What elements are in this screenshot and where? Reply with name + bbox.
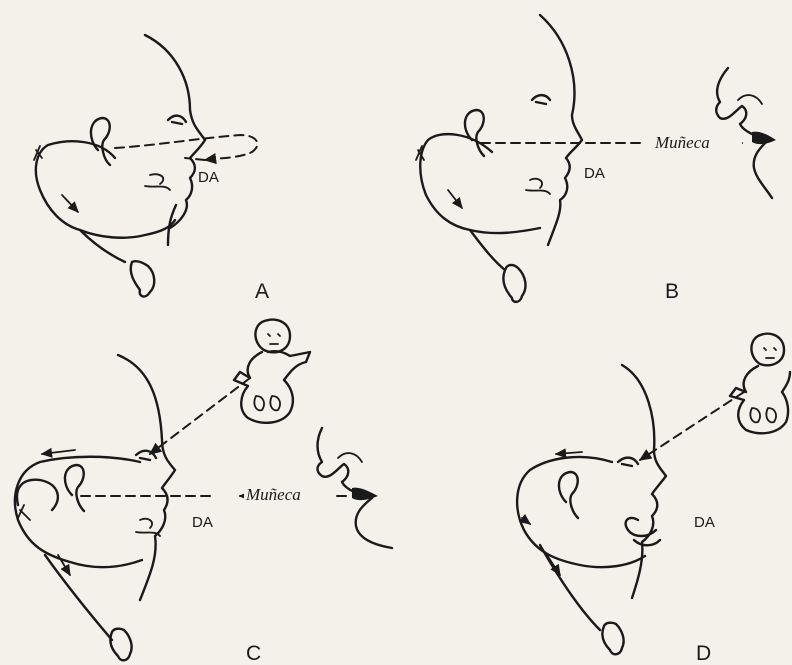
panel-a-face-profile [145, 35, 205, 228]
panel-c-mouth [136, 519, 160, 536]
panel-d-eye [618, 458, 638, 466]
panel-b-neck [470, 230, 505, 270]
panel-b-ear [465, 110, 484, 156]
panel-c-doll-face [268, 334, 280, 344]
panel-c-label: C [246, 642, 261, 665]
panel-d-doll-face [764, 348, 776, 358]
panel-a-eye [168, 116, 186, 124]
panel-d-hand [602, 623, 623, 655]
panel-c-target-lips [352, 488, 378, 501]
panel-a: DA A [34, 35, 269, 303]
panel-a-mouth [145, 174, 170, 190]
panel-b-label: B [665, 280, 679, 303]
panel-a-label: A [255, 280, 269, 303]
panel-c-target-label: Muñeca [245, 485, 301, 504]
panel-a-motion-arrow [62, 195, 78, 212]
panel-c-doll-gaze-line [150, 378, 250, 454]
panel-c-motion-arrow [58, 555, 70, 575]
panel-d-head-turn-arrow [556, 452, 582, 454]
panel-b-target-brow [738, 95, 762, 104]
panel-c-hand [110, 629, 131, 661]
panel-c-head-turn-arrow [42, 450, 75, 454]
panel-c: Muñeca DA C [15, 320, 392, 665]
panel-a-gaze-back [185, 158, 205, 160]
panel-d-da-label: DA [694, 514, 715, 531]
panel-c-target-brow [338, 453, 362, 462]
panel-d-side-arrow [522, 518, 530, 524]
panel-c-doll-body [234, 351, 310, 423]
panel-d-doll-gaze-line [640, 392, 744, 460]
panel-a-gaze-line [115, 135, 257, 160]
panel-d-doll-head [751, 334, 784, 366]
panel-b-motion-arrow [448, 190, 462, 208]
panel-a-ear [91, 118, 110, 165]
panel-b: Muñeca DA B [416, 15, 776, 303]
panel-b-eye [532, 95, 550, 104]
panel-a-head-outline [36, 141, 175, 237]
panel-c-hair [18, 505, 30, 520]
panel-b-target-label: Muñeca [654, 133, 710, 152]
panel-d: DA D [517, 334, 790, 665]
panel-d-doll-feet [750, 408, 776, 422]
panel-b-hand [503, 265, 525, 302]
panel-b-da-label: DA [584, 165, 605, 182]
panel-c-ear [65, 465, 84, 511]
panel-a-neck [80, 230, 125, 262]
panel-c-doll-feet [254, 396, 280, 410]
panel-d-label: D [696, 642, 711, 665]
panel-a-da-label: DA [198, 169, 219, 186]
panel-d-ear [559, 472, 578, 518]
panel-c-face-profile [118, 355, 175, 600]
panel-c-head-outline [15, 457, 142, 567]
panel-b-face-profile [540, 15, 582, 245]
panel-c-doll-head [255, 320, 290, 353]
panel-b-target-lips [752, 132, 776, 145]
panel-d-head-outline [517, 457, 645, 567]
panel-d-doll-body [730, 366, 790, 433]
panel-b-mouth [526, 179, 550, 194]
panel-c-da-label: DA [192, 514, 213, 531]
panel-a-hand [131, 261, 155, 296]
